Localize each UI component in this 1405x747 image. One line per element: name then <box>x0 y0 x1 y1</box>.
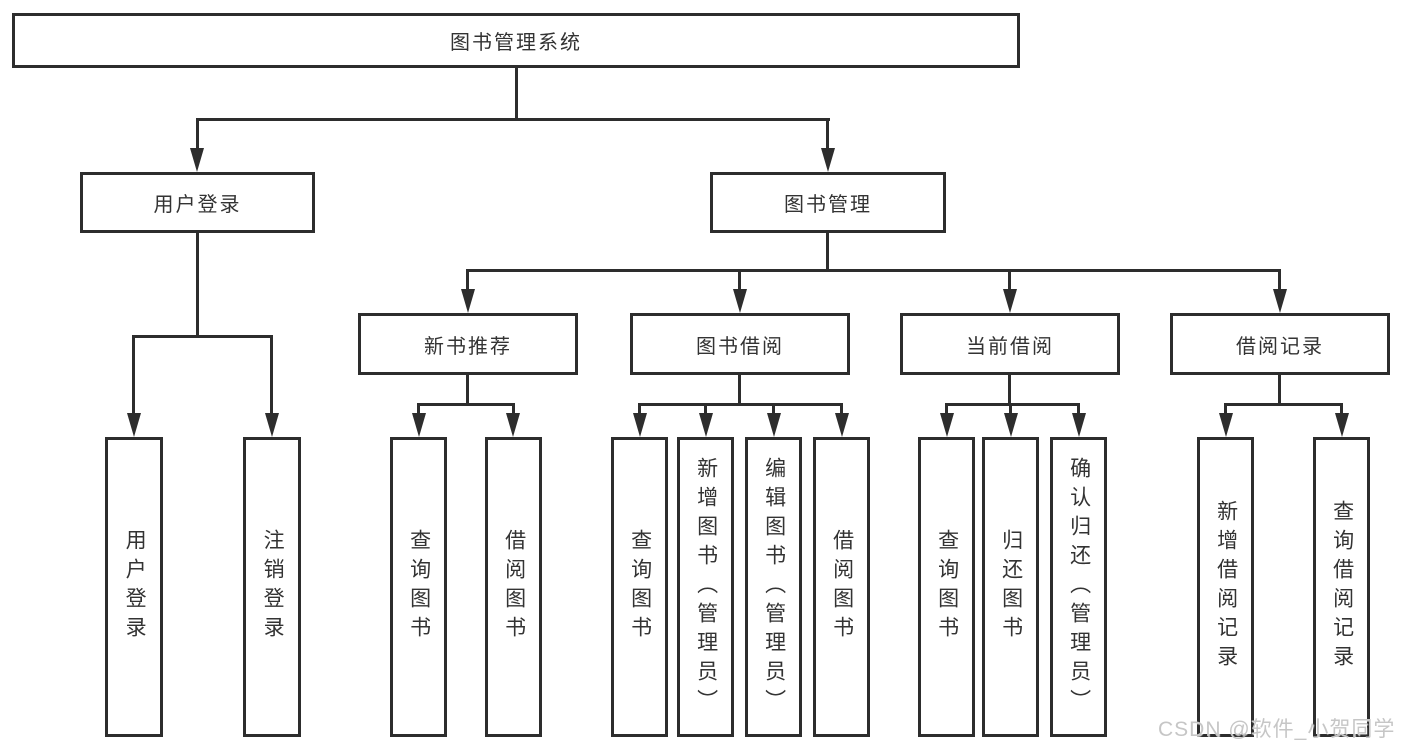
arrowhead-down <box>127 413 141 437</box>
node-l3-borrow-record-label: 借阅记录 <box>1236 335 1324 358</box>
node-l4-borrow-edit-books-admin-label: 编辑图书（管理员） <box>762 456 786 718</box>
connector-root-stem <box>515 68 518 121</box>
connector-login-stem <box>196 233 199 337</box>
node-l3-book-borrow: 图书借阅 <box>630 313 850 375</box>
node-l3-current-borrow-label: 当前借阅 <box>966 335 1054 358</box>
node-l4-logout: 注销登录 <box>243 437 301 737</box>
node-l4-borrow-add-books-admin: 新增图书（管理员） <box>677 437 734 737</box>
node-l3-current-borrow: 当前借阅 <box>900 313 1120 375</box>
node-l4-current-return-books: 归还图书 <box>982 437 1039 737</box>
connector-borrow-crossbar <box>638 403 843 406</box>
connector-current-drop-1 <box>945 403 948 416</box>
connector-borrow-drop-4 <box>840 403 843 416</box>
arrowhead-down <box>767 413 781 437</box>
arrowhead-down <box>1072 413 1086 437</box>
connector-borrow-drop-3 <box>772 403 775 416</box>
node-l2-user-login: 用户登录 <box>80 172 315 233</box>
node-l4-record-query-record-label: 查询借阅记录 <box>1330 500 1354 674</box>
node-l4-current-confirm-return-admin: 确认归还（管理员） <box>1050 437 1107 737</box>
arrowhead-down <box>190 148 204 172</box>
node-l4-recommend-borrow-books: 借阅图书 <box>485 437 542 737</box>
node-l4-current-query-books: 查询图书 <box>918 437 975 737</box>
node-l2-book-mgmt: 图书管理 <box>710 172 946 233</box>
arrowhead-down <box>1219 413 1233 437</box>
connector-login-drop-2 <box>270 335 273 415</box>
node-l4-current-return-books-label: 归还图书 <box>999 529 1023 645</box>
connector-record-drop-2 <box>1340 403 1343 416</box>
connector-record-crossbar <box>1224 403 1343 406</box>
node-l4-borrow-add-books-admin-label: 新增图书（管理员） <box>694 456 718 718</box>
connector-recommend-crossbar <box>417 403 515 406</box>
connector-root-crossbar <box>196 118 830 121</box>
node-l4-current-confirm-return-admin-label: 确认归还（管理员） <box>1067 456 1091 718</box>
connector-mgmt-stem <box>826 233 829 272</box>
connector-recommend-drop-1 <box>417 403 420 416</box>
arrowhead-down <box>835 413 849 437</box>
node-l4-borrow-edit-books-admin: 编辑图书（管理员） <box>745 437 802 737</box>
connector-recommend-drop-2 <box>512 403 515 416</box>
connector-current-crossbar <box>945 403 1080 406</box>
node-l4-record-add-record-label: 新增借阅记录 <box>1214 500 1238 674</box>
connector-current-stem <box>1008 375 1011 406</box>
connector-borrow-stem <box>738 375 741 406</box>
connector-mgmt-drop-2 <box>738 269 741 293</box>
connector-mgmt-drop-1 <box>466 269 469 293</box>
arrowhead-down <box>1003 289 1017 313</box>
node-l4-borrow-query-books: 查询图书 <box>611 437 668 737</box>
connector-root-to-login-drop <box>196 118 199 151</box>
node-l4-borrow-borrow-books: 借阅图书 <box>813 437 870 737</box>
arrowhead-down <box>633 413 647 437</box>
node-l4-user-login: 用户登录 <box>105 437 163 737</box>
connector-current-drop-2 <box>1009 403 1012 416</box>
connector-mgmt-drop-3 <box>1008 269 1011 293</box>
node-l4-recommend-query-books: 查询图书 <box>390 437 447 737</box>
node-l4-recommend-borrow-books-label: 借阅图书 <box>502 529 526 645</box>
connector-mgmt-drop-4 <box>1278 269 1281 293</box>
node-l3-new-book-recommend-label: 新书推荐 <box>424 335 512 358</box>
node-l4-recommend-query-books-label: 查询图书 <box>407 529 431 645</box>
node-l3-new-book-recommend: 新书推荐 <box>358 313 578 375</box>
node-l4-user-login-label: 用户登录 <box>123 529 147 645</box>
node-l4-record-query-record: 查询借阅记录 <box>1313 437 1370 737</box>
node-root-label: 图书管理系统 <box>450 32 582 54</box>
node-l4-borrow-borrow-books-label: 借阅图书 <box>830 529 854 645</box>
connector-current-drop-3 <box>1077 403 1080 416</box>
connector-mgmt-crossbar <box>466 269 1281 272</box>
arrowhead-down <box>821 148 835 172</box>
arrowhead-down <box>1273 289 1287 313</box>
arrowhead-down <box>940 413 954 437</box>
arrowhead-down <box>1004 413 1018 437</box>
connector-root-to-mgmt-drop <box>826 118 829 151</box>
node-l4-logout-label: 注销登录 <box>261 529 285 645</box>
connector-borrow-drop-1 <box>638 403 641 416</box>
arrowhead-down <box>699 413 713 437</box>
node-l2-book-mgmt-label: 图书管理 <box>784 194 872 216</box>
arrowhead-down <box>265 413 279 437</box>
arrowhead-down <box>461 289 475 313</box>
node-l3-book-borrow-label: 图书借阅 <box>696 335 784 358</box>
connector-recommend-stem <box>466 375 469 406</box>
node-root-library-system: 图书管理系统 <box>12 13 1020 68</box>
arrowhead-down <box>1335 413 1349 437</box>
node-l3-borrow-record: 借阅记录 <box>1170 313 1390 375</box>
node-l4-record-add-record: 新增借阅记录 <box>1197 437 1254 737</box>
connector-record-stem <box>1278 375 1281 406</box>
csdn-watermark: CSDN @软件_小贺同学 <box>1158 718 1396 741</box>
node-l4-borrow-query-books-label: 查询图书 <box>628 529 652 645</box>
connector-record-drop-1 <box>1224 403 1227 416</box>
arrowhead-down <box>506 413 520 437</box>
connector-login-crossbar <box>132 335 273 338</box>
node-l2-user-login-label: 用户登录 <box>153 194 242 216</box>
arrowhead-down <box>733 289 747 313</box>
arrowhead-down <box>412 413 426 437</box>
connector-borrow-drop-2 <box>704 403 707 416</box>
connector-login-drop-1 <box>132 335 135 415</box>
node-l4-current-query-books-label: 查询图书 <box>935 529 959 645</box>
